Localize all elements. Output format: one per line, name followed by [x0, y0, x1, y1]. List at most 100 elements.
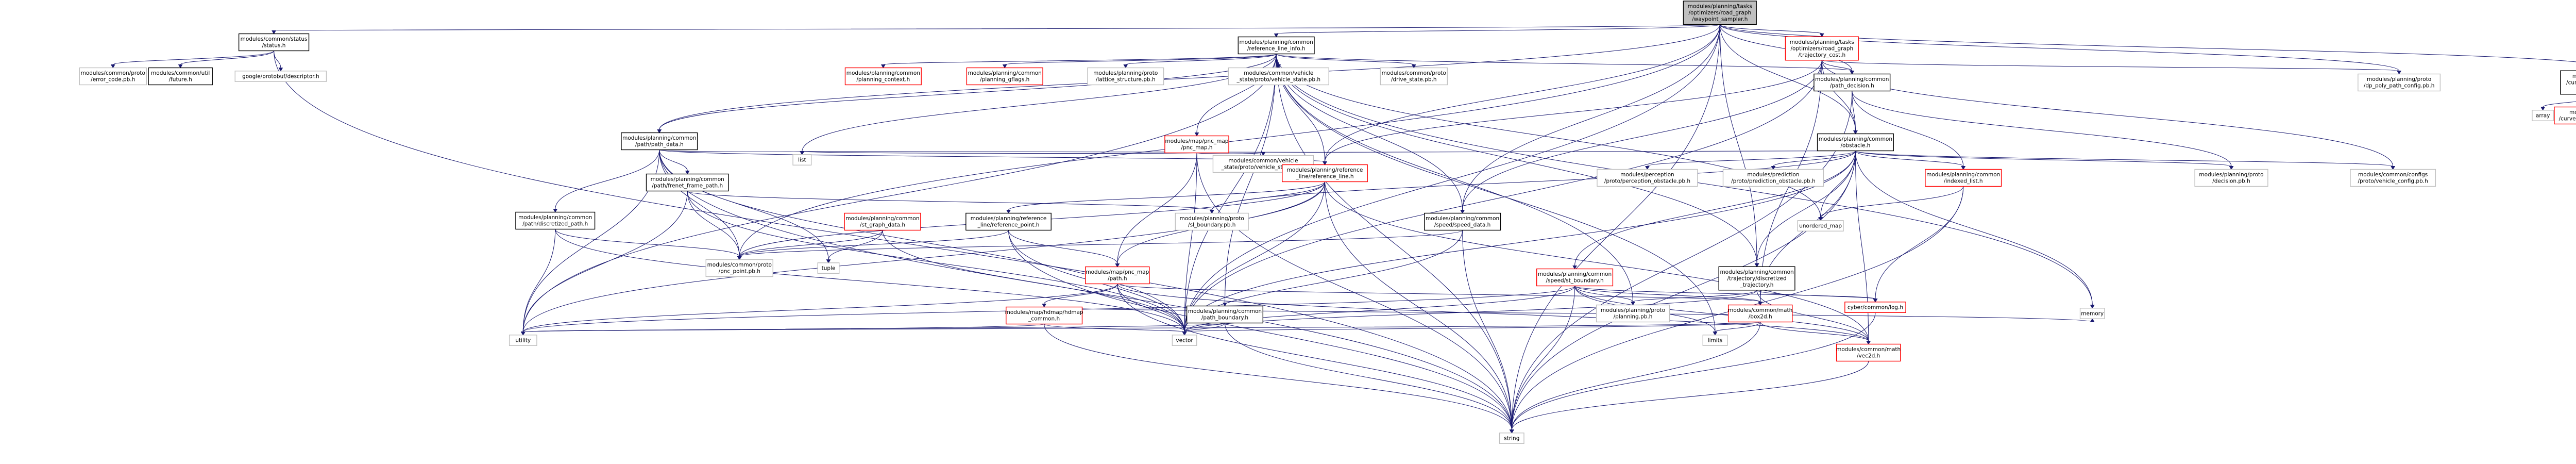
edge-line: [1855, 151, 2232, 167]
dependency-edge-ref_line_info-to-path_data: [657, 54, 1277, 134]
node-planning-context[interactable]: modules/planning/common/planning_context…: [844, 67, 922, 86]
node-label-line: /proto/prediction_obstacle.pb.h: [1731, 178, 1816, 185]
node-tuple: tuple: [817, 262, 840, 274]
node-dp-poly-path: modules/planning/proto/dp_poly_path_conf…: [2358, 73, 2441, 92]
node-label-line: modules/planning/proto: [1180, 216, 1244, 222]
node-box: [2194, 169, 2268, 187]
node-trajectory-cost[interactable]: modules/planning/tasks/optimizers/road_g…: [1785, 36, 1859, 61]
node-label-line: /planning_context.h: [856, 77, 910, 83]
edge-line: [555, 229, 1185, 332]
edge-line: [1511, 151, 1856, 430]
dependency-edge-path_boundary-to-string: [1224, 323, 1514, 434]
dependency-edge-ref_line_info-to-path_boundary: [1223, 54, 1277, 307]
edge-line: [1117, 284, 1512, 430]
node-box: [1380, 67, 1448, 86]
node-frenet-frame-path[interactable]: modules/planning/common/path/frenet_fram…: [646, 173, 729, 192]
edge-arrowhead: [737, 256, 742, 260]
node-discretized-path[interactable]: modules/planning/common/path/discretized…: [515, 211, 596, 230]
dependency-edge-root-to-ref_line_h: [1323, 24, 1720, 165]
node-sl-graph-data[interactable]: modules/planning/common/st_graph_data.h: [844, 212, 921, 231]
edge-arrowhead: [1713, 332, 1718, 336]
dependency-edge-ref_line_info-to-string: [1276, 54, 1514, 434]
edge-line: [1462, 230, 1512, 430]
edge-line: [522, 322, 1761, 333]
node-decision-pb: modules/planning/proto/decision.pb.h: [2194, 169, 2268, 187]
dependency-edge-cyber_log-to-string: [1509, 312, 1876, 434]
node-ref-point[interactable]: modules/planning/reference_line/referenc…: [965, 212, 1052, 231]
dependency-edge-speed_data-to-pnc_point: [737, 230, 1463, 260]
edge-line: [1184, 181, 1325, 332]
edge-arrowhead: [1819, 33, 1824, 38]
edge-line: [1855, 151, 1964, 167]
node-cyber-log[interactable]: cyber/common/log.h: [1844, 302, 1906, 313]
node-box: [1536, 268, 1614, 287]
node-path-boundary[interactable]: modules/planning/common/path_boundary.h: [1186, 305, 1264, 324]
edge-line: [1511, 312, 1876, 430]
dependency-edge-root-to-quintic: [1719, 24, 2576, 62]
edge-line: [1117, 284, 1185, 332]
node-label-line: /box2d.h: [1749, 314, 1772, 320]
node-label-line: modules/planning/common: [1426, 216, 1499, 222]
node-label-line: /sl_boundary.pb.h: [1188, 222, 1235, 228]
node-root[interactable]: modules/planning/tasks/optimizers/road_g…: [1683, 1, 1757, 25]
edge-arrowhead: [2229, 166, 2234, 170]
node-indexed-list[interactable]: modules/planning/common/indexed_list.h: [1925, 169, 2002, 187]
edge-line: [659, 150, 740, 257]
edge-line: [1633, 290, 1757, 302]
edge-line: [1511, 91, 1853, 430]
node-discretized-traj[interactable]: modules/planning/common/trajectory/discr…: [1718, 266, 1795, 291]
dependency-edge-trajectory_cost-to-vehicle_config: [1821, 60, 2396, 170]
edge-arrowhead: [880, 64, 886, 69]
node-box: [1424, 212, 1501, 231]
node-box: [621, 132, 698, 151]
node-label-line: /path_boundary.h: [1201, 315, 1248, 321]
dependency-edge-ref_line_h-to-sl_boundary: [1209, 181, 1325, 214]
node-label-line: /indexed_list.h: [1944, 178, 1983, 185]
edge-arrowhead: [1002, 64, 1007, 69]
node-path-decision[interactable]: modules/planning/common/path_decision.h: [1814, 73, 1891, 92]
dependency-edge-trajectory_cost-to-dp_poly_path: [1821, 60, 2401, 75]
node-pnc-map-h[interactable]: modules/map/pnc_map/pnc_map.h: [1164, 135, 1229, 154]
node-hdmap-common[interactable]: modules/map/hdmap/hdmap_common.h: [1005, 306, 1083, 325]
node-label-line: /proto/perception_obstacle.pb.h: [1604, 178, 1690, 185]
edge-arrowhead: [1460, 210, 1465, 214]
edge-arrowhead: [1182, 332, 1187, 336]
node-common-status[interactable]: modules/common/status/status.h: [238, 33, 310, 52]
edge-line: [1647, 151, 1856, 167]
edge-line: [1184, 286, 1575, 332]
node-label-line: tuple: [822, 265, 836, 271]
node-future[interactable]: modules/common/util/future.h: [148, 67, 213, 86]
node-vec2d[interactable]: modules/common/math/vec2d.h: [1836, 343, 1901, 362]
node-obstacle[interactable]: modules/planning/common/obstacle.h: [1817, 133, 1894, 152]
edge-line: [687, 191, 740, 257]
node-label-line: string: [1504, 435, 1519, 441]
node-ref-line-info[interactable]: modules/planning/common/reference_line_i…: [1238, 36, 1315, 55]
dependency-edge-obstacle-to-discretized_traj: [1754, 151, 1856, 268]
edge-line: [1852, 91, 2232, 167]
edge-line: [1511, 286, 1575, 430]
edge-line: [739, 230, 1009, 257]
edge-line: [1008, 230, 1512, 430]
node-st-boundary[interactable]: modules/planning/common/speed/st_boundar…: [1536, 268, 1614, 287]
node-label-line: modules/planning/common: [1538, 271, 1612, 277]
edge-arrowhead: [520, 332, 526, 336]
node-path-data[interactable]: modules/planning/common/path/path_data.h: [621, 132, 698, 151]
node-quintic[interactable]: modules/planning/math/curve1d/quintic_po…: [2560, 70, 2576, 95]
edge-line: [1224, 54, 1277, 303]
node-box: [1006, 306, 1083, 325]
node-box: [817, 262, 840, 274]
node-label-line: modules/common/vehicle: [1244, 70, 1313, 76]
node-ref-line-h[interactable]: modules/planning/reference_line/referenc…: [1282, 164, 1368, 183]
node-map-path[interactable]: modules/map/pnc_map/path.h: [1085, 266, 1150, 285]
dependency-edge-ref_line_info-to-path_decision: [1276, 54, 1855, 75]
edge-arrowhead: [1042, 304, 1047, 308]
edge-line: [1184, 24, 1720, 332]
node-box: [792, 154, 812, 165]
edge-line: [659, 150, 829, 260]
node-box2d[interactable]: modules/common/math/box2d.h: [1727, 304, 1793, 323]
node-speed-data[interactable]: modules/planning/common/speed/speed_data…: [1424, 212, 1501, 231]
node-label-line: utility: [515, 337, 531, 343]
node-box: [1087, 67, 1164, 86]
node-planning-gflags[interactable]: modules/planning/common/planning_gflags.…: [966, 67, 1043, 86]
node-polynomial-curve1d[interactable]: modules/planning/math/curve1d/polynomial…: [2554, 106, 2576, 125]
